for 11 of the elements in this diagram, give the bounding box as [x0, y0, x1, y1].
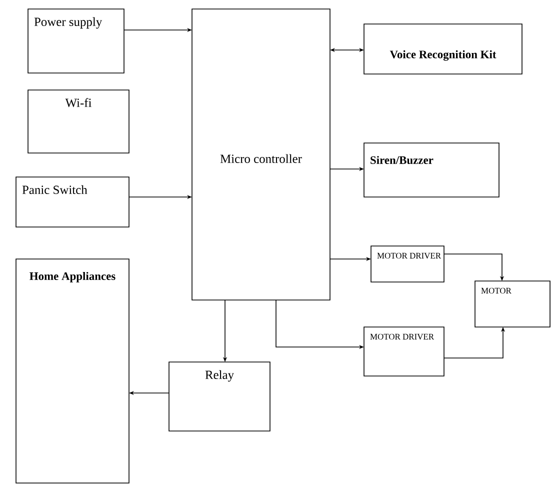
- process-box: Siren/Buzzer: [364, 142, 500, 198]
- process-box: Home Appliances: [16, 258, 130, 484]
- process-box: Relay: [168, 362, 270, 432]
- process-box: Voice Recognition Kit: [364, 24, 522, 74]
- process-box: Micro controller: [192, 8, 330, 300]
- process-box: MOTOR DRIVER: [370, 246, 444, 282]
- process-box: MOTOR: [474, 280, 550, 328]
- process-box: MOTOR DRIVER: [364, 326, 444, 376]
- process-box: Panic Switch: [16, 176, 130, 228]
- process-box: Wi-fi: [28, 90, 130, 154]
- process-box: Power supply: [28, 8, 124, 74]
